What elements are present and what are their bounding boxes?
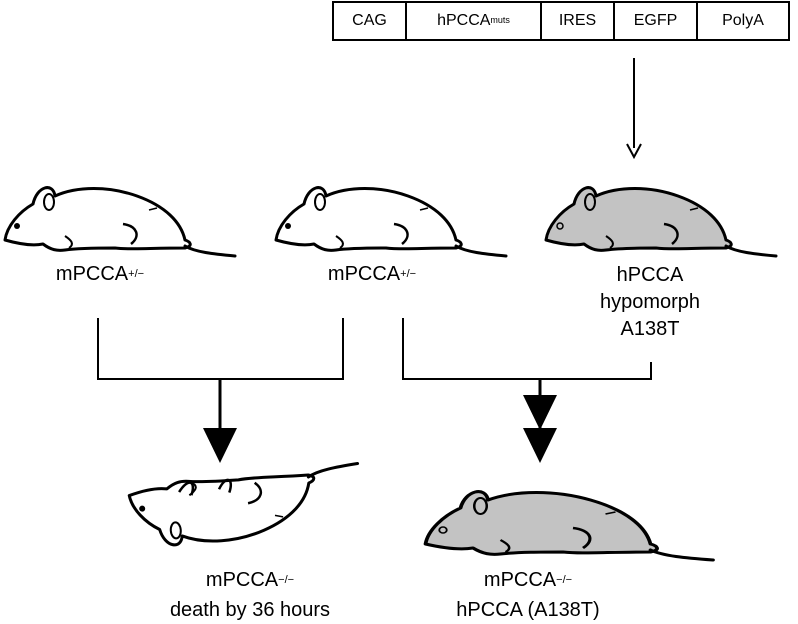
mouse-knockout-dead [126, 462, 364, 550]
cross-left-connector [97, 318, 344, 430]
mouse-rescued [423, 489, 715, 562]
label-het-middle: mPCCA+/− [327, 263, 417, 285]
mouse-het-left [3, 186, 237, 258]
construct-segment-ires: IRES [558, 12, 597, 29]
construct-segment-egfp: EGFP [633, 12, 678, 29]
label-rescued: mPCCA−/− hPCCA (A138T) [456, 569, 600, 621]
cross-right-arrowhead-lower [523, 428, 557, 463]
construct-segment-hpcca: hPCCAmuts [437, 12, 510, 29]
label-het-left: mPCCA+/− [55, 263, 145, 285]
construct-segment-polya: PolyA [722, 12, 764, 29]
construct-segment-cag: CAG [352, 12, 387, 29]
label-transgenic: hPCCA hypomorph A138T [599, 264, 701, 340]
cross-left-arrowhead [203, 428, 237, 463]
mouse-transgenic [544, 186, 778, 258]
construct-box [332, 1, 790, 41]
construct-arrow [626, 58, 642, 160]
cross-right-arrowhead-upper [523, 395, 557, 430]
label-knockout-dead: mPCCA−/− death by 36 hours [169, 569, 331, 621]
mouse-het-middle [274, 186, 508, 258]
